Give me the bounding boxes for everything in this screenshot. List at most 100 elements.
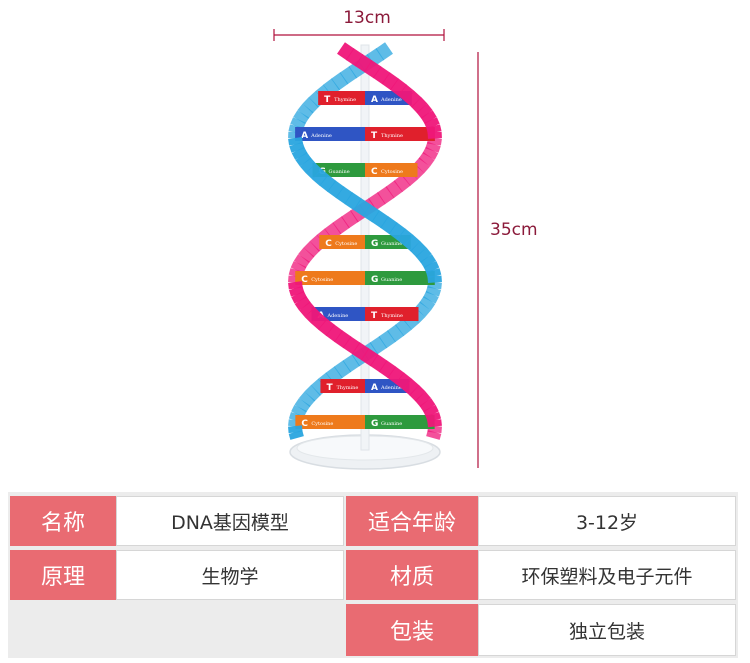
pink-strand-segment	[299, 301, 316, 318]
base-block	[365, 127, 435, 141]
pink-strand-segment	[425, 411, 442, 423]
pink-strand-segment	[424, 117, 440, 130]
base-letter: T	[371, 131, 378, 141]
pink-strand-segment	[290, 261, 307, 274]
pink-strand-segment	[381, 72, 399, 91]
blue-strand-segment	[305, 162, 323, 180]
pink-strand-segment	[420, 110, 437, 125]
pink-strand-segment	[393, 174, 411, 193]
blue-strand-segment	[295, 151, 312, 167]
blue-strand-segment	[331, 72, 349, 91]
pink-strand-segment	[372, 66, 391, 85]
base-letter: C	[371, 167, 378, 177]
base-letter: T	[371, 311, 378, 321]
base-letter: C	[301, 419, 308, 429]
blue-strand-segment	[388, 222, 406, 241]
blue-strand-segment	[300, 157, 317, 174]
base-name: Thymine	[336, 385, 358, 391]
base-name: Thymine	[381, 313, 403, 319]
blue-strand-segment	[312, 168, 329, 186]
blue-strand-segment	[290, 117, 306, 130]
blue-strand-segment	[288, 136, 303, 146]
blue-strand-segment	[394, 318, 412, 336]
pink-strand-segment	[304, 307, 322, 324]
blue-strand-segment	[380, 216, 398, 235]
blue-strand-segment	[299, 391, 316, 408]
pink-strand-segment	[395, 372, 413, 390]
blue-strand-segment	[304, 385, 321, 402]
blue-strand-segment	[403, 234, 421, 252]
pink-strand-segment	[389, 78, 408, 97]
blue-strand-segment	[414, 301, 431, 318]
spec-age-label: 适合年龄	[346, 496, 478, 546]
base-letter: A	[301, 131, 308, 141]
blue-strand-segment	[426, 268, 442, 279]
base-letter: G	[371, 239, 378, 249]
blue-strand-segment	[342, 354, 361, 373]
pink-strand-segment	[288, 281, 303, 290]
blue-strand-segment	[288, 425, 303, 434]
blue-strand-segment	[319, 174, 337, 193]
pink-strand-segment	[293, 254, 310, 269]
blue-strand-segment	[423, 261, 440, 274]
pink-strand-segment	[325, 324, 344, 343]
base-letter: A	[371, 95, 378, 105]
blue-strand-segment	[427, 275, 442, 284]
pink-strand-segment	[354, 54, 373, 73]
pink-strand-segment	[427, 425, 442, 434]
base-name: Cytosine	[311, 421, 333, 427]
base-name: Cytosine	[311, 277, 333, 283]
base-block	[365, 307, 419, 321]
pink-strand-segment	[360, 348, 379, 367]
base-letter: A	[371, 383, 378, 393]
spec-material-label: 材质	[346, 550, 478, 600]
pink-strand-segment	[426, 124, 442, 135]
base-name: Adenine	[380, 97, 402, 103]
base-block	[295, 415, 365, 429]
pink-strand-segment	[423, 404, 439, 418]
blue-strand-segment	[415, 247, 432, 263]
blue-strand-segment	[322, 78, 341, 97]
pink-strand-segment	[402, 378, 420, 396]
blue-strand-segment	[327, 180, 345, 199]
base-letter: T	[326, 383, 333, 393]
pink-strand-segment	[425, 141, 441, 153]
blue-strand-segment	[386, 324, 405, 343]
pink-strand-segment	[413, 157, 430, 174]
blue-strand-segment	[427, 281, 442, 290]
spec-age-value: 3-12岁	[478, 496, 736, 546]
width-dimension-label: 13cm	[343, 8, 391, 28]
base-block	[320, 379, 365, 393]
pink-strand-segment	[385, 180, 403, 199]
base-name: Guanine	[381, 277, 402, 283]
base-block	[365, 271, 435, 285]
blue-strand-segment	[366, 48, 385, 67]
base-letter: C	[325, 239, 332, 249]
blue-strand-segment	[371, 210, 389, 229]
base-letter: G	[371, 419, 378, 429]
pink-strand-segment	[341, 210, 359, 229]
pink-strand-segment	[334, 330, 352, 349]
spec-material-value: 环保塑料及电子元件	[478, 550, 736, 600]
pink-strand-segment	[342, 336, 361, 355]
pink-strand-segment	[411, 97, 428, 114]
base-block	[318, 91, 365, 105]
blue-strand-segment	[369, 336, 388, 355]
pink-strand-segment	[294, 296, 311, 311]
pink-strand-segment	[404, 90, 422, 108]
blue-strand-segment	[396, 228, 414, 246]
pink-strand-segment	[318, 318, 336, 336]
spec-package-value: 独立包装	[478, 604, 736, 656]
blue-strand-segment	[291, 404, 307, 418]
pink-strand-segment	[378, 360, 397, 379]
base-name: Cytosine	[381, 169, 403, 175]
blue-strand-segment	[419, 296, 436, 311]
pink-strand-segment	[351, 342, 370, 361]
pink-strand-segment	[291, 290, 308, 304]
product-photo: TThymineAAdenineAAdenineTThymineGGuanine…	[273, 29, 479, 470]
blue-strand-segment	[410, 241, 427, 258]
pink-strand-segment	[332, 216, 350, 235]
